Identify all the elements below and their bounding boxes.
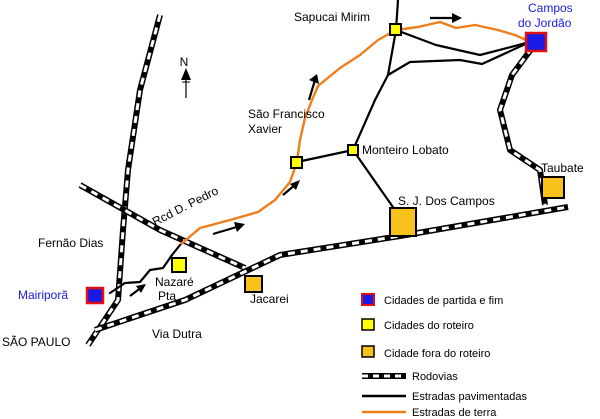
legend-item-route-cities: Cidades do roteiro — [361, 318, 474, 332]
jacarei-marker — [244, 275, 263, 293]
legend-item-start-end: Cidades de partida e fim — [361, 293, 503, 307]
arrow-northeast-mid — [282, 180, 300, 196]
nazare-paulista-marker — [171, 257, 187, 273]
sao-francisco-xavier-marker — [290, 156, 303, 169]
label-monteiro-lobato: Monteiro Lobato — [362, 143, 449, 157]
taubate-marker — [541, 176, 565, 199]
direction-arrows — [129, 13, 462, 297]
label-taubate: Taubate — [541, 161, 584, 175]
label-nazare-line2: Pta — [158, 289, 176, 303]
place-labels: Campos do Jordão Sapucai Mirim São Franc… — [2, 1, 584, 349]
arrow-north-sfx — [307, 74, 319, 101]
north-compass: N — [180, 55, 191, 98]
label-sao-paulo: SÃO PAULO — [2, 335, 70, 349]
campos-do-jordao-marker — [524, 31, 548, 53]
arrow-east-top — [430, 13, 462, 23]
label-campos-do-jordao-line2: do Jordão — [518, 16, 572, 30]
label-sapucai-mirim: Sapucai Mirim — [294, 10, 370, 24]
nazare-road — [108, 243, 182, 295]
legend-label-paved: Estradas pavimentadas — [412, 391, 527, 403]
label-sao-francisco-line2: Xavier — [248, 122, 282, 136]
city-markers — [85, 23, 565, 305]
paved-roads — [295, 0, 532, 222]
arrow-northeast-nazare — [129, 284, 146, 297]
legend-item-dirt: Estradas de terra — [362, 407, 497, 419]
label-via-dutra: Via Dutra — [152, 327, 202, 341]
legend-swatch-route-cities — [361, 318, 375, 331]
compass-label: N — [180, 55, 189, 69]
sjc-marker — [389, 207, 417, 237]
arrow-east-dpedro — [212, 222, 245, 236]
legend-label-route-cities: Cidades do roteiro — [384, 320, 474, 332]
legend-label-dirt: Estradas de terra — [412, 407, 497, 419]
legend-swatch-off-route — [361, 345, 375, 358]
legend-item-paved: Estradas pavimentadas — [362, 391, 527, 403]
mairipora-marker — [85, 286, 105, 305]
label-sjc: S. J. Dos Campos — [398, 194, 495, 208]
sapucai-mirim-marker — [389, 23, 402, 36]
label-campos-do-jordao-line1: Campos — [528, 1, 573, 15]
label-fernao-dias: Fernão Dias — [38, 236, 103, 250]
label-jacarei: Jacarei — [250, 292, 289, 306]
legend-label-start-end: Cidades de partida e fim — [384, 295, 503, 307]
legend-label-highways: Rodovias — [412, 371, 458, 383]
legend-item-highways: Rodovias — [362, 371, 458, 383]
label-mairipora: Mairiporã — [18, 288, 68, 302]
monteiro-lobato-marker — [347, 144, 359, 156]
dirt-roads — [178, 20, 532, 247]
label-sao-francisco-line1: São Francisco — [248, 107, 325, 121]
label-rod-d-pedro: Rcd D. Pedro — [150, 183, 221, 228]
label-nazare-line1: Nazaré — [155, 275, 194, 289]
legend-item-off-route: Cidade fora do roteiro — [361, 345, 490, 360]
compass-arrowhead — [181, 68, 191, 80]
highways — [78, 14, 569, 347]
legend-label-off-route: Cidade fora do roteiro — [384, 348, 490, 360]
legend: Cidades de partida e fim Cidades do rote… — [361, 293, 527, 419]
legend-swatch-start-end — [361, 293, 375, 306]
